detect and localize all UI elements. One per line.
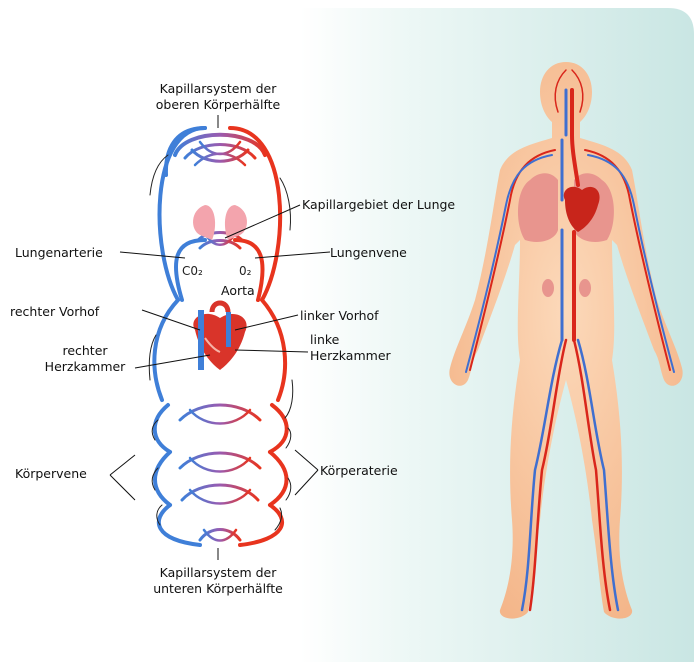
label-right-atrium: rechter Vorhof [10, 304, 99, 320]
label-lower-capillary-line1: Kapillarsystem der [137, 565, 299, 581]
label-lung-capillary: Kapillargebiet der Lunge [302, 197, 455, 213]
label-upper-capillary-line1: Kapillarsystem der [140, 81, 296, 97]
capillary-upper [175, 135, 265, 165]
label-pulmonary-vein: Lungenvene [330, 245, 407, 261]
label-body-vein: Körpervene [15, 466, 87, 482]
label-left-ventricle-line1: linke [310, 332, 391, 348]
label-upper-capillary-line2: oberen Körperhälfte [140, 97, 296, 113]
label-right-ventricle-line2: Herzkammer [30, 359, 140, 375]
label-left-ventricle: linke Herzkammer [310, 332, 391, 364]
label-left-atrium: linker Vorhof [300, 308, 379, 324]
label-aorta: Aorta [221, 283, 255, 299]
lower-loops [155, 405, 287, 545]
lungs-schematic [193, 205, 247, 240]
label-o2: 0₂ [239, 263, 251, 279]
label-body-artery: Körperaterie [320, 463, 398, 479]
label-co2: C0₂ [182, 263, 203, 279]
label-lower-capillary: Kapillarsystem der unteren Körperhälfte [137, 565, 299, 597]
label-lower-capillary-line2: unteren Körperhälfte [137, 581, 299, 597]
label-right-ventricle: rechter Herzkammer [30, 343, 140, 375]
label-pulmonary-artery: Lungenarterie [15, 245, 103, 261]
label-upper-capillary: Kapillarsystem der oberen Körperhälfte [140, 81, 296, 113]
label-right-ventricle-line1: rechter [30, 343, 140, 359]
label-left-ventricle-line2: Herzkammer [310, 348, 391, 364]
heart-schematic [193, 303, 246, 370]
